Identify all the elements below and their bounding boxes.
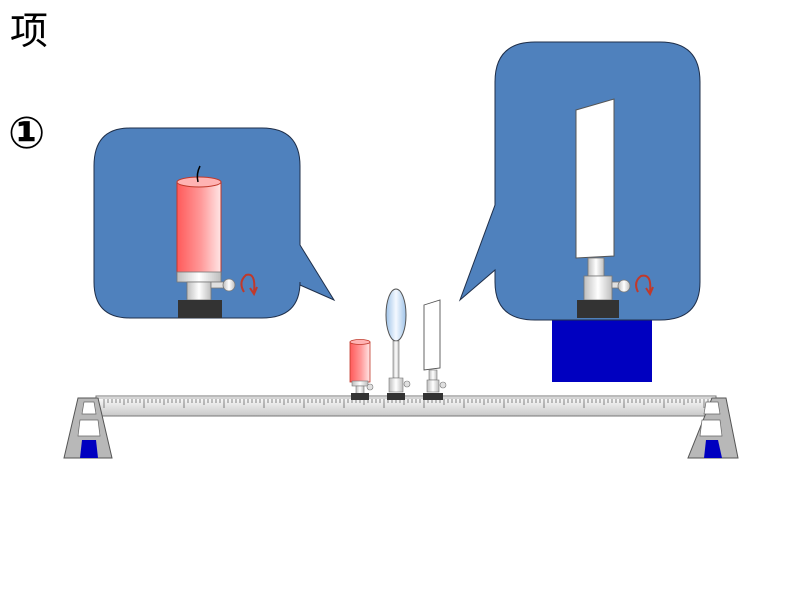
bench-lens	[385, 288, 411, 400]
screen-rotate-arrow-icon	[635, 274, 652, 293]
scale-ticks	[103, 399, 709, 408]
light-screen-icon	[575, 98, 615, 259]
screen-adjustment-knob-icon	[617, 279, 631, 293]
bench-rail	[95, 395, 717, 417]
candle-icon	[176, 181, 222, 276]
convex-lens-icon	[385, 288, 407, 342]
small-candle-icon	[349, 341, 371, 383]
optical-bench	[63, 395, 739, 459]
bench-candle	[349, 339, 374, 400]
step-marker: ①	[8, 108, 46, 159]
bench-screen	[423, 299, 447, 400]
adjustment-knob-icon	[222, 278, 236, 292]
screen-zoom-callout	[458, 41, 701, 382]
candle-wick	[196, 165, 201, 183]
title-char: 项	[10, 9, 49, 53]
bench-leg-left	[63, 397, 113, 459]
bench-leg-right	[687, 397, 739, 459]
rotate-arrow-icon	[240, 273, 256, 293]
dark-block	[552, 318, 652, 382]
candle-zoom-callout	[93, 127, 336, 319]
